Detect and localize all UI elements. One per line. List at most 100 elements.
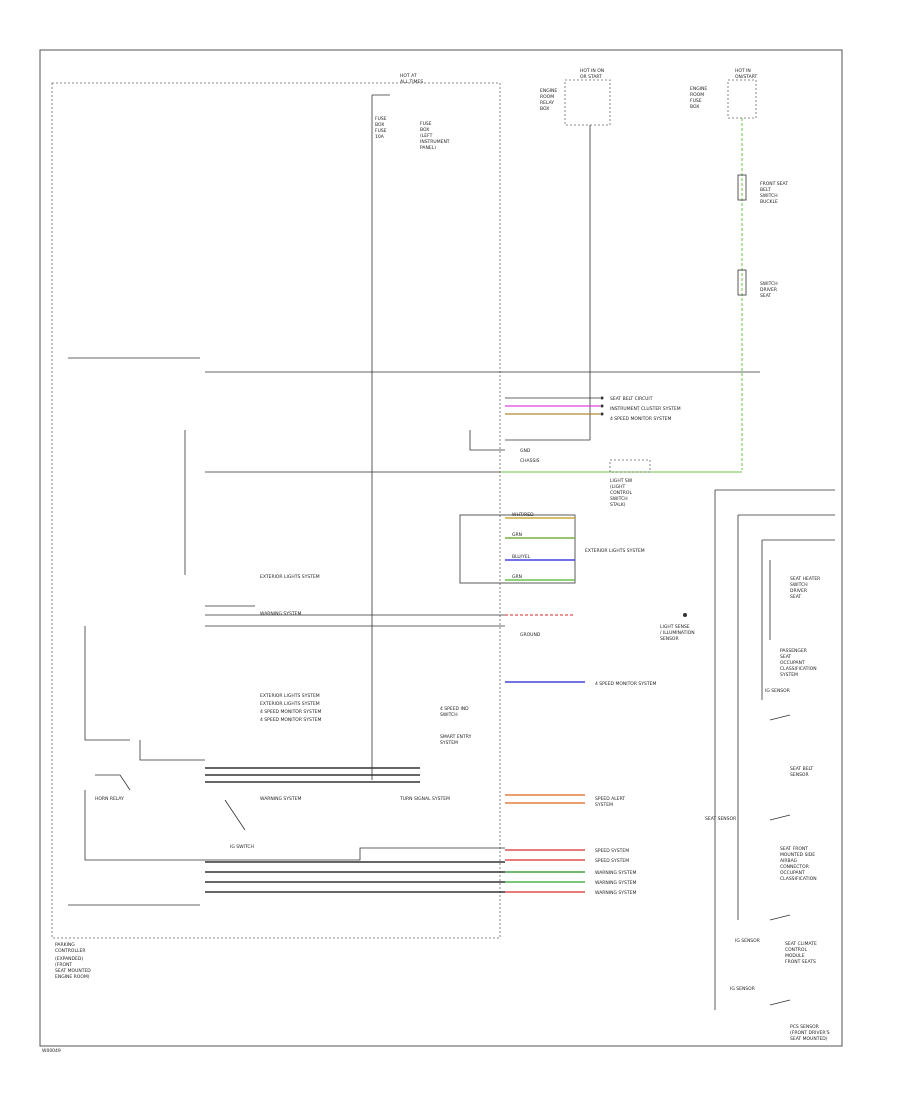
ign-label: IG SWITCH	[230, 844, 254, 850]
right-box-4e: OCCUPANT	[780, 870, 805, 876]
conn-dot-1	[600, 396, 604, 400]
ground-3: GROUND	[520, 632, 541, 638]
controller-note-3: SEAT MOUNTED	[55, 968, 91, 974]
side-label-3: IG SENSOR	[735, 938, 760, 944]
right-box-3a: SEAT BELT	[790, 766, 813, 772]
ext-color-2: GRN	[512, 532, 522, 538]
speed-indicator-1: 4 SPEED IND	[440, 706, 469, 712]
power-mid-2: OR START	[580, 74, 602, 80]
left-label-warning: WARNING SYSTEM	[260, 611, 301, 617]
right-box-5c: MODULE	[785, 953, 805, 959]
conn-label-1: SEAT BELT CIRCUIT	[610, 396, 653, 402]
figure-id: W00049	[42, 1048, 61, 1054]
side-label-1: IG SENSOR	[765, 688, 790, 694]
relay-mid-wire	[505, 125, 591, 441]
ground-1: GND	[520, 448, 531, 454]
right-col-7: SEAT	[760, 293, 771, 299]
power-right-2: ON/START	[735, 74, 758, 80]
speed-monitor-label: 4 SPEED MONITOR SYSTEM	[595, 681, 656, 687]
fuse-element-2	[737, 269, 747, 296]
light-switch-1: LIGHT SW	[610, 478, 633, 484]
right-box-2a: PASSENGER	[780, 648, 807, 654]
conn-dot-3	[600, 412, 604, 416]
footer-right-1: PCS SENSOR	[790, 1024, 819, 1030]
ext-color-4: GRN	[512, 574, 522, 580]
bottom-label-5: WARNING SYSTEM	[595, 890, 636, 896]
exterior-group-label: EXTERIOR LIGHTS SYSTEM	[585, 548, 645, 554]
controller-note-4: ENGINE ROOM)	[55, 974, 90, 980]
right-box-3b: SENSOR	[790, 772, 809, 778]
controller-note-2: (FRONT	[55, 962, 72, 968]
controller-title-2: CONTROLLER	[55, 948, 85, 954]
fuse-mid-3: RELAY	[540, 100, 554, 106]
fuse-left-2: BOX	[375, 122, 384, 128]
right-box-2b: SEAT	[780, 654, 791, 660]
side-label-2: SEAT SENSOR	[705, 816, 736, 822]
footer-right-3: SEAT MOUNTED)	[790, 1036, 828, 1042]
switch-contact-2	[769, 914, 791, 921]
left-ext-a: EXTERIOR LIGHTS SYSTEM	[260, 693, 320, 699]
fuse-mid-1: ENGINE	[540, 88, 557, 94]
horn-switch	[95, 774, 131, 791]
smart-entry-1: SMART ENTRY	[440, 734, 472, 740]
turn-signal-label: TURN SIGNAL SYSTEM	[399, 796, 450, 802]
fuse-left-1: FUSE	[375, 116, 387, 122]
right-box-1b: SWITCH	[790, 582, 808, 588]
right-box-5a: SEAT CLIMATE	[785, 941, 817, 947]
right-box-1a: SEAT HEATER	[790, 576, 820, 582]
fuse-mid-4: BOX	[540, 106, 549, 112]
light-switch-4: SWITCH	[610, 496, 628, 502]
lock-sensor-1: LIGHT SENSE	[660, 624, 690, 630]
lock-sensor-2: / ILLUMINATION	[660, 630, 695, 636]
right-col-6: DRIVER	[760, 287, 777, 293]
right-box-1c: DRIVER	[790, 588, 807, 594]
side-label-4: IG SENSOR	[730, 986, 755, 992]
power-right-1: HOT IN	[735, 68, 751, 74]
right-box-2e: SYSTEM	[780, 672, 798, 678]
right-box-4b: MOUNTED SIDE	[780, 852, 815, 858]
right-col-4: BUCKLE	[760, 199, 778, 205]
loop-left	[84, 626, 130, 741]
light-switch-5: STALK)	[610, 502, 626, 508]
ext-color-3: BLU/YEL	[512, 554, 531, 560]
orange-label-1: SPEED ALERT	[595, 796, 625, 802]
fuse-left-3: FUSE	[375, 128, 387, 134]
relay-box-mid	[564, 79, 611, 126]
right-box-4f: CLASSIFICATION	[780, 876, 817, 882]
horn-wire	[139, 740, 205, 761]
right-box-2c: OCCUPANT	[780, 660, 805, 666]
ground-wire	[469, 430, 505, 451]
orange-label-2: SYSTEM	[595, 802, 613, 808]
right-box-5d: FRONT SEATS	[785, 959, 816, 965]
fuse-desc-3: (LEFT	[420, 133, 433, 139]
warning2-label: WARNING SYSTEM	[260, 796, 301, 802]
ign-loop	[84, 790, 505, 861]
bottom-label-1: SPEED SYSTEM	[595, 848, 629, 854]
conn-label-3: 4 SPEED MONITOR SYSTEM	[610, 416, 671, 422]
right-box-4d: CONNECTOR	[780, 864, 809, 870]
footer-right-2: (FRONT DRIVER'S	[790, 1030, 830, 1036]
ground-2: CHASSIS	[520, 458, 540, 464]
fuse-right-4: BOX	[690, 104, 699, 110]
conn-dot-2	[600, 404, 604, 408]
right-col-3: SWITCH	[760, 193, 778, 199]
right-col-1: FRONT SEAT	[760, 181, 788, 187]
right-box-5b: CONTROL	[785, 947, 807, 953]
bottom-label-3: WARNING SYSTEM	[595, 870, 636, 876]
right-box-4a: SEAT FRONT	[780, 846, 808, 852]
light-switch-box	[609, 459, 651, 473]
controller-note-1: (EXPANDED)	[55, 956, 83, 962]
brake-switch	[224, 799, 246, 831]
fuse-desc-2: BOX	[420, 127, 429, 133]
switch-contact-1	[769, 999, 791, 1006]
lock-sensor-dot	[683, 613, 687, 617]
fuse-desc-5: PANEL)	[420, 145, 436, 151]
controller-title-1: PARKING	[55, 942, 75, 948]
fuse-right-1: ENGINE	[690, 86, 707, 92]
switch-contact-4	[769, 714, 791, 721]
light-switch-2: (LIGHT	[610, 484, 625, 490]
power-left-2: ALL TIMES	[400, 79, 423, 85]
fuse-box-right	[727, 79, 757, 119]
left-ext-d: 4 SPEED MONITOR SYSTEM	[260, 717, 321, 723]
